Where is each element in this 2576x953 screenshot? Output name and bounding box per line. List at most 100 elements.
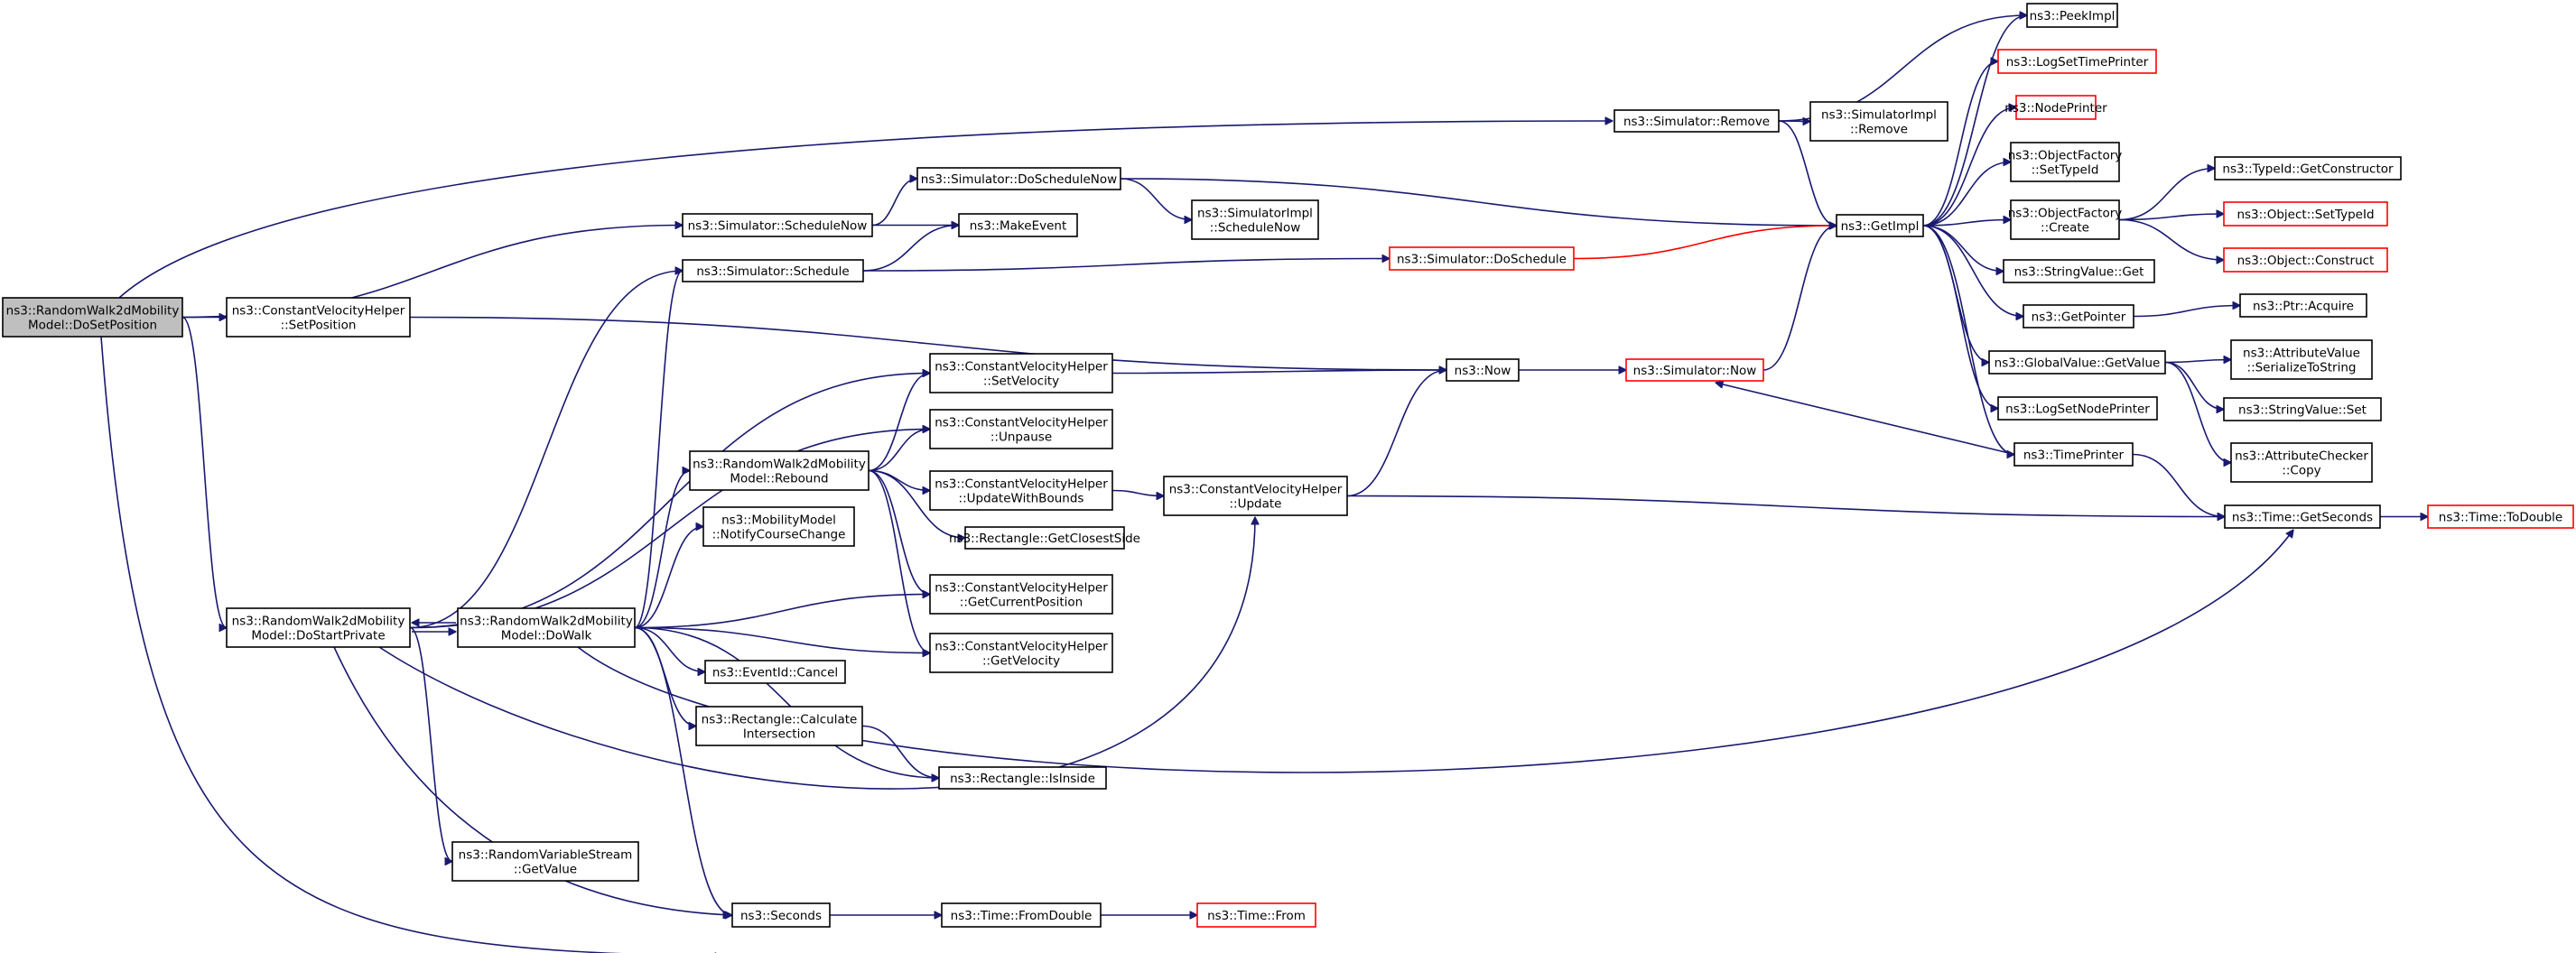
node-box	[704, 660, 846, 684]
node-eventid_cancel[interactable]: ns3::EventId::Cancel	[704, 660, 846, 684]
node-label: ns3::ObjectFactory	[2008, 149, 2123, 163]
node-label: ::GetVelocity	[982, 654, 1060, 669]
node-box	[958, 213, 1078, 237]
node-sim_remove[interactable]: ns3::Simulator::Remove	[1613, 109, 1780, 133]
node-label: ::UpdateWithBounds	[959, 492, 1084, 506]
node-label: ns3::NodePrinter	[2004, 101, 2107, 116]
node-logsettimeprinter[interactable]: ns3::LogSetTimePrinter	[1997, 49, 2157, 74]
edge-getimpl-to-logsetnodeprinter	[1922, 225, 1998, 409]
edge-of_create-to-object_construct	[2118, 218, 2224, 261]
node-box	[929, 409, 1113, 449]
node-box	[689, 450, 870, 491]
nodes-layer: ns3::RandomWalk2dMobilityModel::DoSetPos…	[2, 3, 2574, 928]
edge-dowalk-to-seconds	[634, 626, 732, 916]
node-label: ns3::ConstantVelocityHelper	[935, 477, 1108, 492]
node-dostartprivate[interactable]: ns3::RandomWalk2dMobilityModel::DoStartP…	[226, 607, 411, 648]
edge-rebound-to-rect_getclosestside	[868, 469, 965, 539]
node-box	[2230, 442, 2373, 483]
node-box	[929, 470, 1113, 511]
node-label: ns3::Simulator::Now	[1633, 364, 1757, 378]
node-logsetnodeprinter[interactable]: ns3::LogSetNodePrinter	[1997, 396, 2158, 421]
node-box	[1446, 358, 1520, 382]
node-gettime_seconds[interactable]: ns3::Time::GetSeconds	[2224, 504, 2381, 529]
node-cvh_getvel[interactable]: ns3::ConstantVelocityHelper::GetVelocity	[929, 633, 1113, 673]
node-label: ns3::GlobalValue::GetValue	[1995, 356, 2161, 371]
node-box	[2003, 259, 2155, 283]
node-label: ns3::RandomWalk2dMobility	[6, 304, 180, 319]
node-label: ns3::SimulatorImpl	[1197, 207, 1313, 221]
node-box	[2224, 504, 2381, 529]
node-cvh_setvel[interactable]: ns3::ConstantVelocityHelper::SetVelocity	[929, 353, 1113, 393]
node-label: ns3::ConstantVelocityHelper	[935, 581, 1108, 596]
node-gv_getvalue[interactable]: ns3::GlobalValue::GetValue	[1988, 350, 2166, 375]
node-label: ns3::AttributeChecker	[2235, 449, 2368, 464]
node-box	[929, 633, 1113, 673]
node-timeprinter[interactable]: ns3::TimePrinter	[2013, 442, 2134, 467]
node-time_fromdouble[interactable]: ns3::Time::FromDouble	[941, 902, 1102, 928]
node-label: ns3::TimePrinter	[2023, 449, 2125, 463]
node-box	[964, 526, 1125, 550]
edge-sim_doschedulenow-to-getimpl	[1120, 178, 1837, 226]
node-of_create[interactable]: ns3::ObjectFactory::Create	[2008, 199, 2123, 240]
node-sim_doschedule[interactable]: ns3::Simulator::DoSchedule	[1389, 246, 1575, 271]
node-ptr_acquire[interactable]: ns3::Ptr::Acquire	[2239, 293, 2367, 318]
node-cvh_getcurpos[interactable]: ns3::ConstantVelocityHelper::GetCurrentP…	[929, 574, 1113, 615]
node-makeevent[interactable]: ns3::MakeEvent	[958, 213, 1078, 237]
node-stringvalue_get[interactable]: ns3::StringValue::Get	[2003, 259, 2155, 283]
edge-dostartprivate-to-cvh_setvel	[409, 374, 930, 629]
node-label: ns3::Simulator::Remove	[1623, 115, 1770, 129]
node-root[interactable]: ns3::RandomWalk2dMobilityModel::DoSetPos…	[2, 297, 183, 338]
node-box	[2013, 442, 2134, 467]
node-av_serialize[interactable]: ns3::AttributeValue::SerializeToString	[2230, 339, 2373, 380]
node-label: ::Remove	[1850, 123, 1908, 137]
node-ac_copy[interactable]: ns3::AttributeChecker::Copy	[2230, 442, 2373, 483]
node-label: ns3::Ptr::Acquire	[2253, 300, 2354, 314]
node-box	[1988, 350, 2166, 375]
node-time_from[interactable]: ns3::Time::From	[1196, 902, 1316, 928]
node-label: ns3::Rectangle::IsInside	[950, 772, 1095, 786]
node-rvs_getvalue[interactable]: ns3::RandomVariableStream::GetValue	[451, 841, 639, 882]
edge-gv_getvalue-to-stringvalue_set	[2164, 361, 2224, 410]
node-sim_doschedulenow[interactable]: ns3::Simulator::DoScheduleNow	[916, 167, 1121, 190]
node-box	[2023, 304, 2134, 328]
edge-getimpl-to-getpointer	[1922, 225, 2023, 317]
node-cvh_update[interactable]: ns3::ConstantVelocityHelper::Update	[1163, 476, 1348, 516]
node-time_todouble[interactable]: ns3::Time::ToDouble	[2427, 504, 2574, 529]
node-isinside[interactable]: ns3::Rectangle::IsInside	[938, 766, 1107, 790]
edge-sim_remove-to-getimpl	[1778, 120, 1837, 226]
node-sim_schedulenow[interactable]: ns3::Simulator::ScheduleNow	[682, 213, 873, 237]
edge-rebound-to-cvh_setvel	[868, 374, 930, 472]
node-simimpl_remove[interactable]: ns3::SimulatorImpl::Remove	[1809, 101, 1948, 142]
node-box	[682, 259, 864, 282]
node-label: ::SetTypeId	[2032, 163, 2099, 178]
node-cvh_updatewithbounds[interactable]: ns3::ConstantVelocityHelper::UpdateWithB…	[929, 470, 1113, 511]
node-box	[702, 506, 855, 547]
node-sim_schedule[interactable]: ns3::Simulator::Schedule	[682, 259, 864, 282]
node-sim_now[interactable]: ns3::Simulator::Now	[1625, 358, 1764, 382]
node-cvh_setpos[interactable]: ns3::ConstantVelocityHelper::SetPosition	[226, 297, 411, 338]
node-rect_getclosestside[interactable]: ns3::Rectangle::GetClosestSide	[949, 526, 1140, 550]
node-getimpl[interactable]: ns3::GetImpl	[1836, 214, 1924, 237]
node-cvh_unpause[interactable]: ns3::ConstantVelocityHelper::Unpause	[929, 409, 1113, 449]
node-object_settypeid[interactable]: ns3::Object::SetTypeId	[2223, 201, 2388, 227]
node-label: ns3::ObjectFactory	[2008, 207, 2123, 221]
node-nodeprinter[interactable]: ns3::NodePrinter	[2004, 95, 2107, 120]
edge-dowalk-to-cvh_getcurpos	[634, 595, 930, 629]
node-object_construct[interactable]: ns3::Object::Construct	[2223, 247, 2388, 273]
node-of_settypeid[interactable]: ns3::ObjectFactory::SetTypeId	[2008, 142, 2123, 182]
node-label: ns3::TypeId::GetConstructor	[2222, 162, 2394, 177]
node-label: ns3::LogSetNodePrinter	[2005, 402, 2150, 417]
node-label: ns3::SimulatorImpl	[1821, 108, 1937, 123]
node-simimpl_schedulenow[interactable]: ns3::SimulatorImpl::ScheduleNow	[1191, 199, 1319, 240]
node-seconds[interactable]: ns3::Seconds	[731, 902, 831, 928]
node-typeid_getctor[interactable]: ns3::TypeId::GetConstructor	[2214, 156, 2402, 180]
node-peekimpl[interactable]: ns3::PeekImpl	[2026, 3, 2118, 28]
edge-gv_getvalue-to-av_serialize	[2164, 360, 2231, 363]
node-mm_notify[interactable]: ns3::MobilityModel::NotifyCourseChange	[702, 506, 855, 547]
node-stringvalue_set[interactable]: ns3::StringValue::Set	[2223, 397, 2382, 421]
node-getpointer[interactable]: ns3::GetPointer	[2023, 304, 2134, 328]
node-now[interactable]: ns3::Now	[1446, 358, 1520, 382]
